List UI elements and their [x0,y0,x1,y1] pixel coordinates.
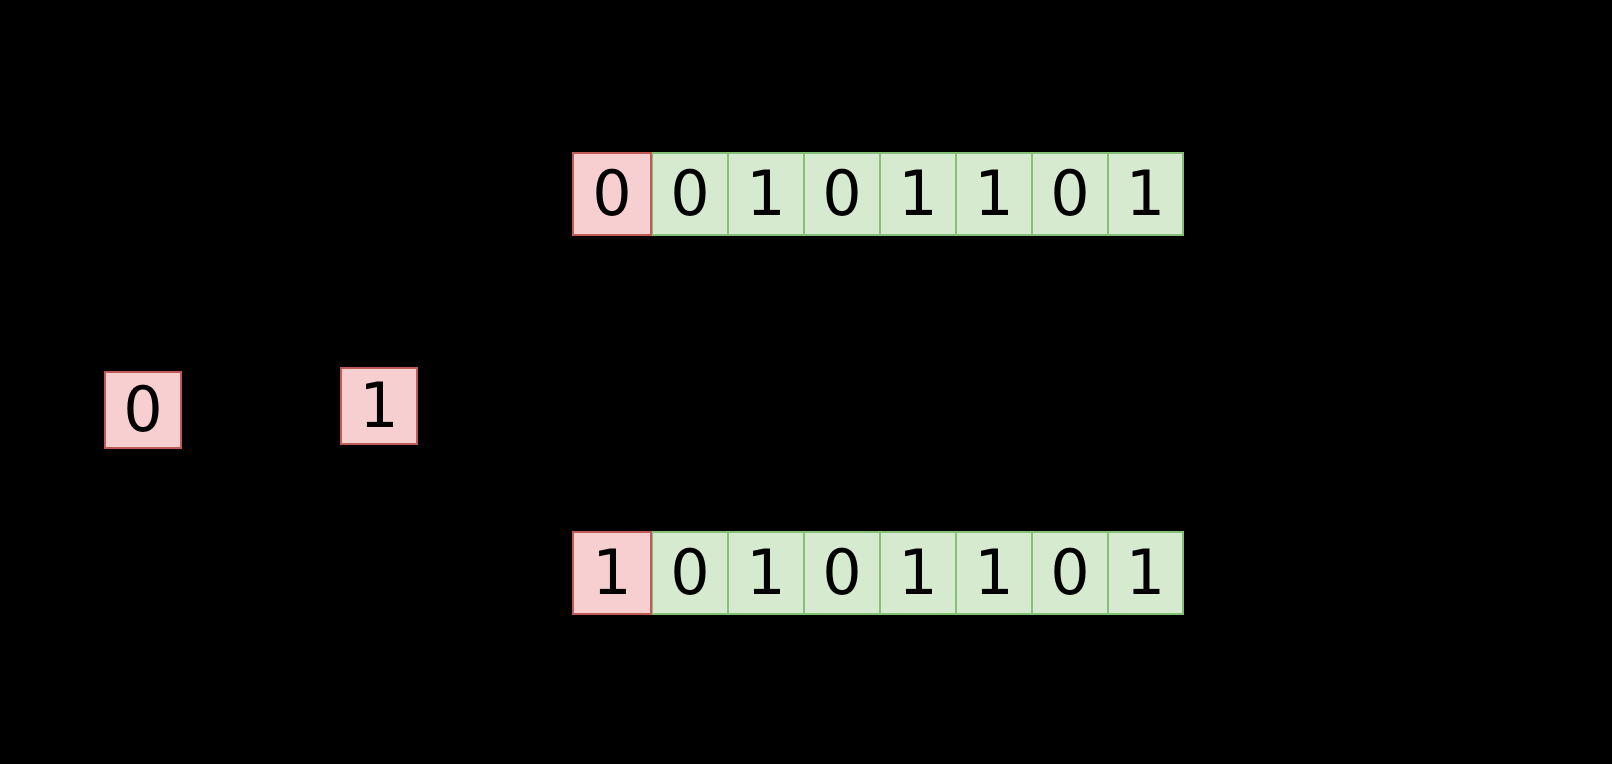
standalone-cell-one[interactable]: 1 [340,367,418,445]
binary-array-bottom-cell-5[interactable]: 1 [956,531,1032,615]
binary-array-top-cell-4[interactable]: 1 [880,152,956,236]
binary-array-top-cell-3[interactable]: 0 [804,152,880,236]
binary-array-bottom-cell-4[interactable]: 1 [880,531,956,615]
binary-array-bottom-cell-2[interactable]: 1 [728,531,804,615]
binary-array-top-cell-5[interactable]: 1 [956,152,1032,236]
binary-array-top-cell-2[interactable]: 1 [728,152,804,236]
binary-array-bottom-cell-7[interactable]: 1 [1108,531,1184,615]
standalone-cell-zero[interactable]: 0 [104,371,182,449]
binary-array-top-cell-6[interactable]: 0 [1032,152,1108,236]
binary-array-bottom-cell-6[interactable]: 0 [1032,531,1108,615]
binary-array-top-cell-1[interactable]: 0 [652,152,728,236]
binary-array-top-cell-0[interactable]: 0 [572,152,652,236]
binary-array-bottom-cell-3[interactable]: 0 [804,531,880,615]
binary-array-bottom-cell-1[interactable]: 0 [652,531,728,615]
binary-array-top-cell-7[interactable]: 1 [1108,152,1184,236]
binary-array-bottom-cell-0[interactable]: 1 [572,531,652,615]
